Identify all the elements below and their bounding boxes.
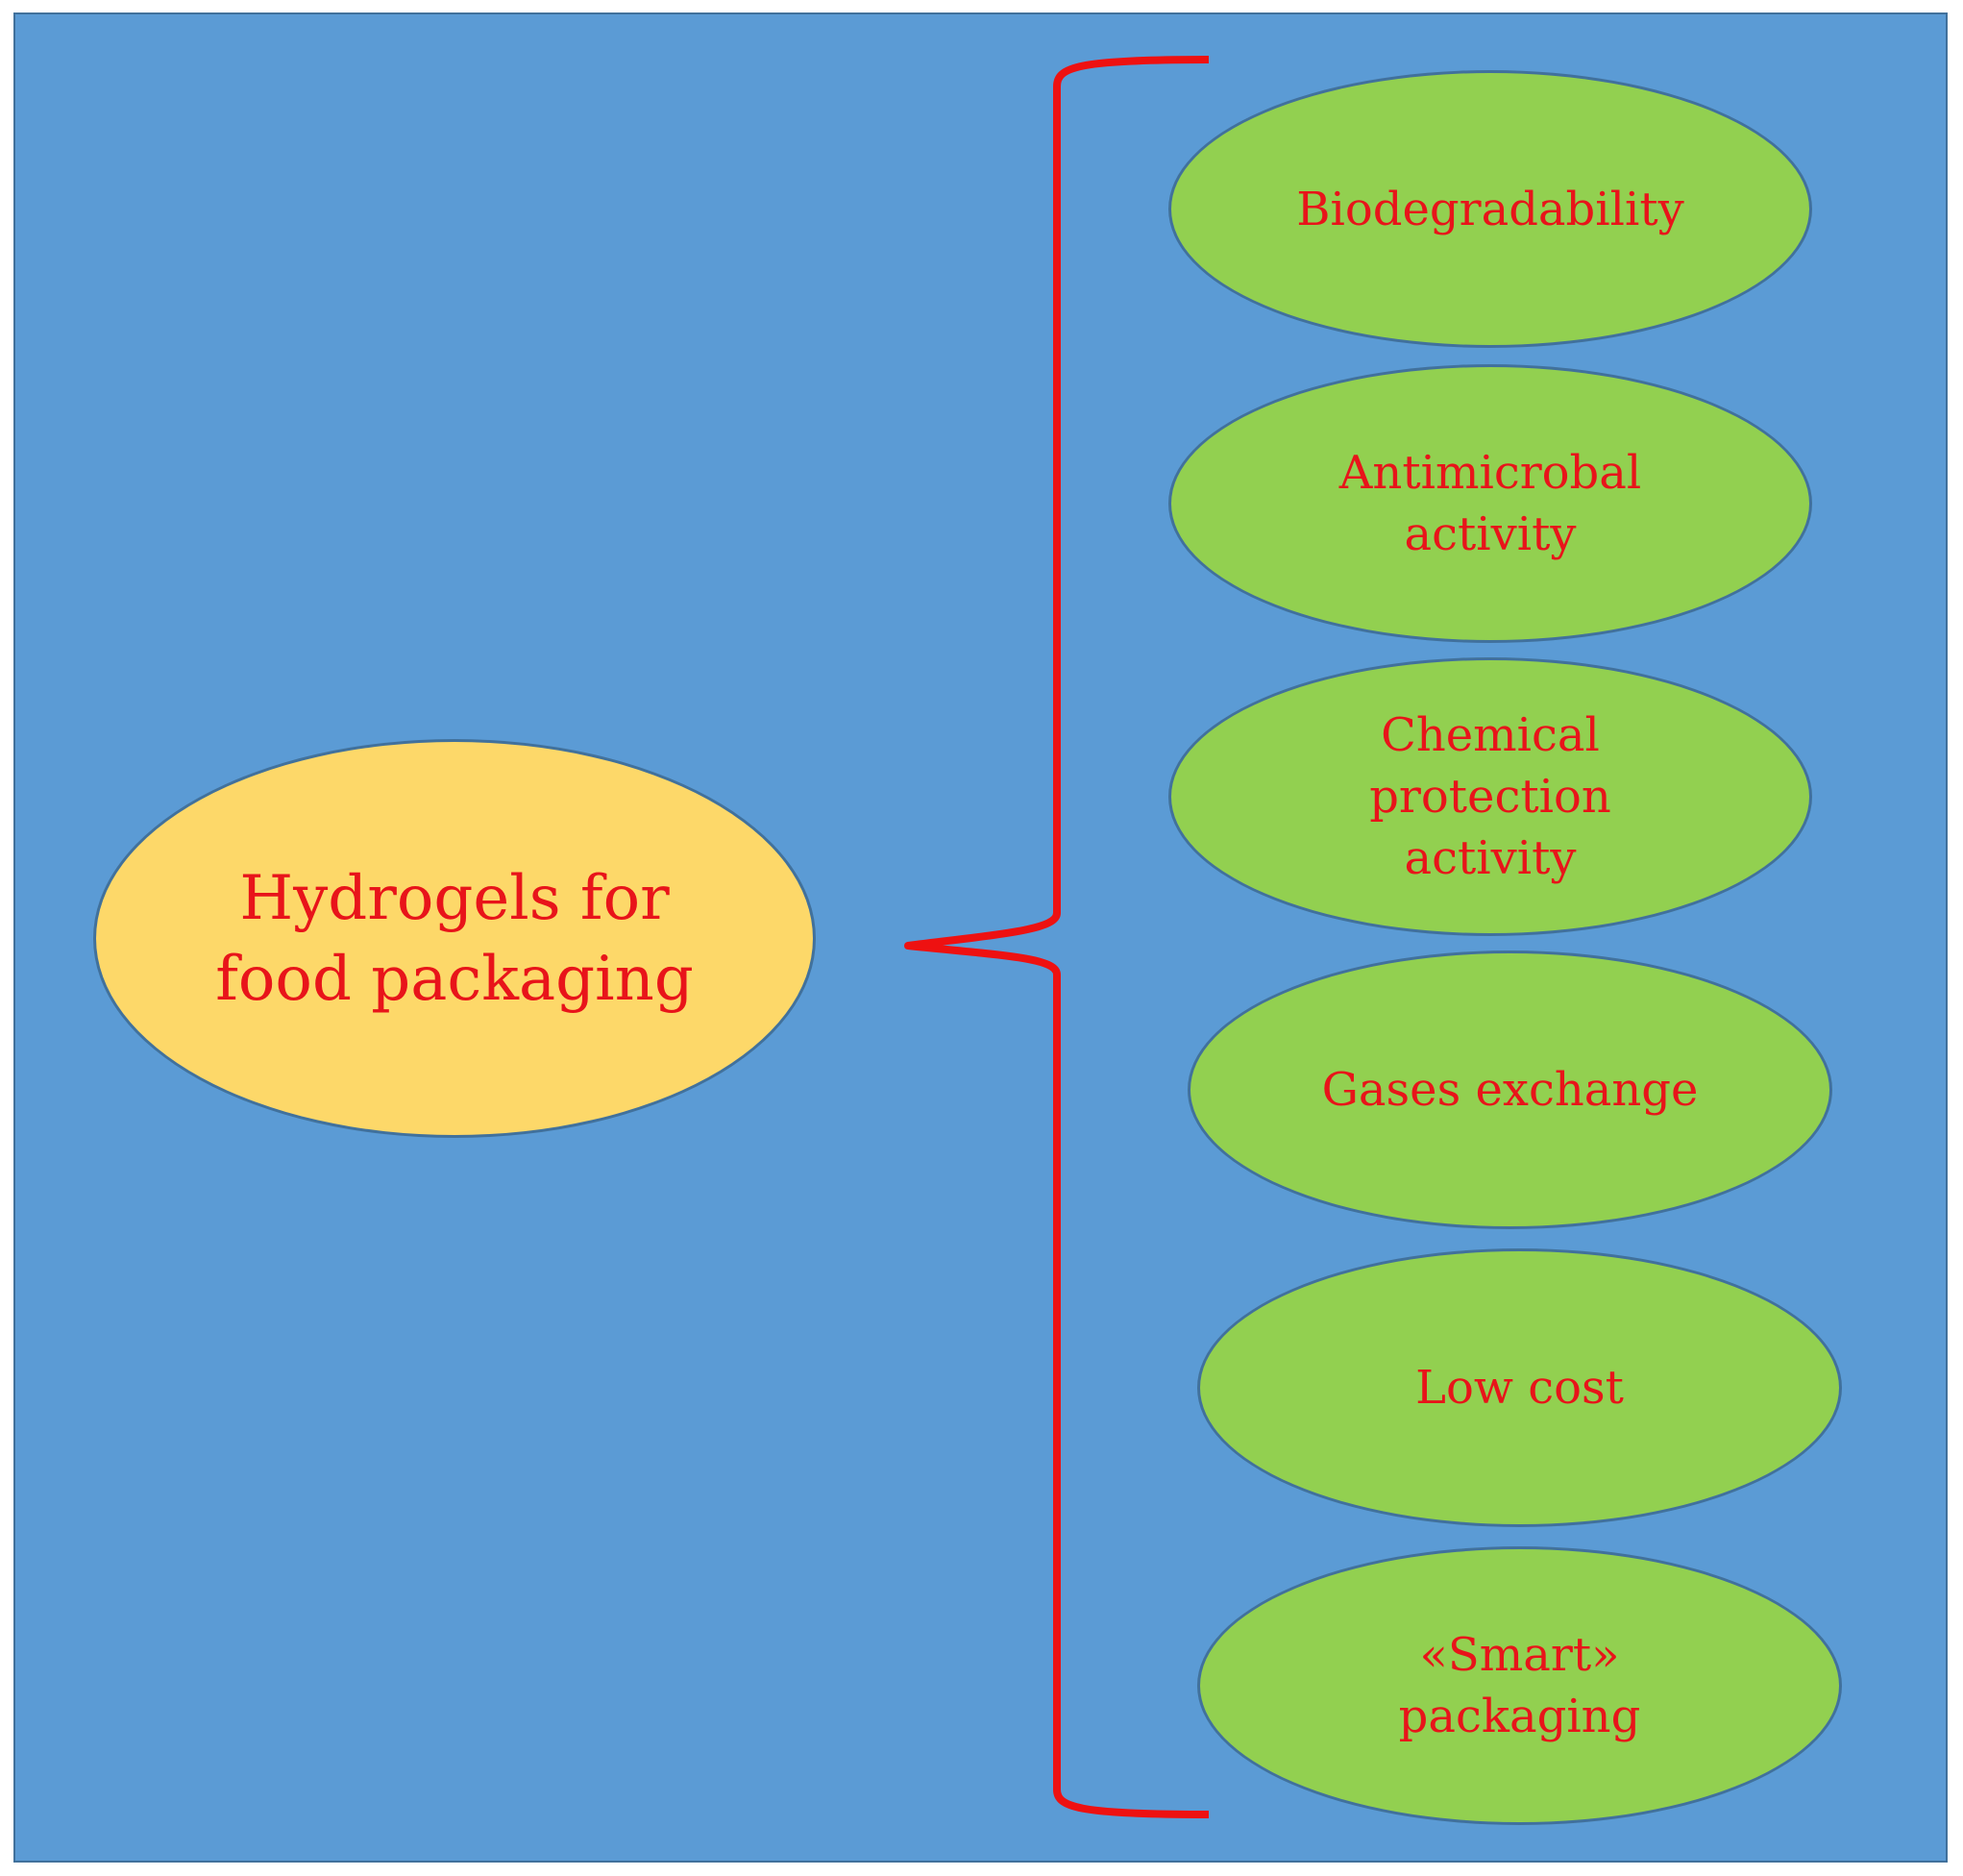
center-node-label: Hydrogels for food packaging	[215, 862, 694, 1015]
property-node-smart-packaging: «Smart» packaging	[1197, 1546, 1842, 1825]
property-node-gases-exchange: Gases exchange	[1188, 950, 1832, 1229]
property-node-chemical-protection: Chemical protection activity	[1168, 657, 1812, 936]
property-label: Gases exchange	[1321, 1063, 1699, 1117]
property-label: Low cost	[1415, 1361, 1624, 1415]
property-node-low-cost: Low cost	[1197, 1248, 1842, 1527]
property-label: Chemical protection activity	[1369, 708, 1611, 885]
property-label: Antimicrobal activity	[1338, 446, 1642, 561]
property-node-antimicrobal-activity: Antimicrobal activity	[1168, 364, 1812, 643]
property-label: «Smart» packaging	[1398, 1628, 1641, 1743]
property-label: Biodegradability	[1296, 182, 1684, 236]
center-node-hydrogels: Hydrogels for food packaging	[93, 739, 816, 1138]
property-node-biodegradability: Biodegradability	[1168, 70, 1812, 348]
